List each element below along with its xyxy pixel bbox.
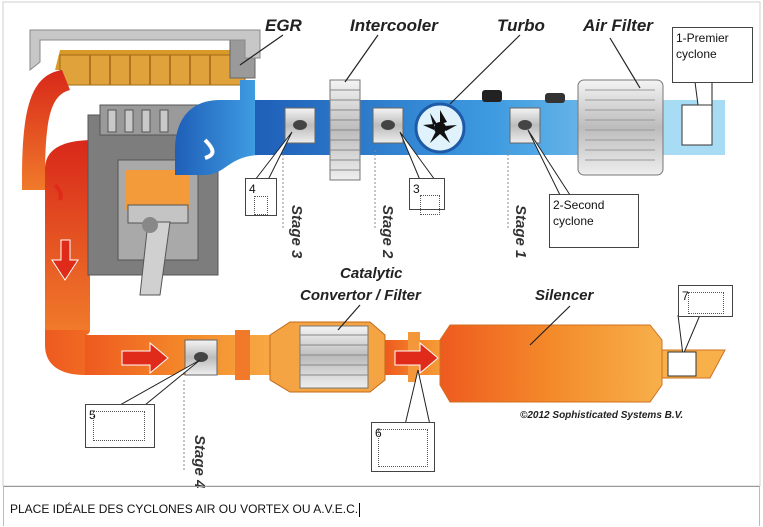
callout-7-dotted bbox=[688, 292, 724, 314]
cyclone-unit-stage2 bbox=[372, 107, 404, 144]
stage1-label: Stage 1 bbox=[512, 205, 529, 258]
intercooler-label: Intercooler bbox=[350, 16, 439, 35]
exhaust-pipe bbox=[45, 330, 300, 380]
stage4-label: Stage 4 bbox=[191, 435, 208, 489]
silencer-label: Silencer bbox=[535, 287, 595, 304]
turbo-fan-icon bbox=[414, 90, 565, 154]
flow-arrow-right-icon bbox=[121, 341, 169, 375]
callout-7-text: 7 bbox=[682, 289, 689, 303]
exhaust-downpipe bbox=[45, 140, 150, 330]
stage3-label: Stage 3 bbox=[288, 205, 305, 259]
copyright-label: ©2012 Sophisticated Systems B.V. bbox=[520, 410, 683, 421]
cyclone-7-marker bbox=[667, 351, 697, 377]
callout-6-dotted bbox=[378, 429, 428, 467]
callout-connectors bbox=[119, 81, 713, 426]
caption-bar bbox=[3, 486, 760, 526]
label-pointers bbox=[239, 34, 641, 346]
stage2-label: Stage 2 bbox=[379, 205, 396, 259]
intercooler bbox=[329, 79, 361, 181]
catalytic-label-2: Convertor / Filter bbox=[300, 287, 422, 304]
egr-return-pipe bbox=[29, 29, 261, 72]
callout-3-text: 3 bbox=[413, 182, 420, 196]
callout-2-text: 2-Second cyclone bbox=[553, 198, 605, 228]
callout-2: 2-Second cyclone bbox=[549, 194, 639, 248]
cyclone-unit-stage3 bbox=[284, 107, 316, 144]
flow-arrow-right-icon-2 bbox=[394, 341, 439, 375]
turbo-label: Turbo bbox=[497, 16, 545, 35]
egr-cooler bbox=[55, 39, 256, 86]
callout-4-text: 4 bbox=[249, 182, 256, 196]
cyclone-unit-stage1 bbox=[509, 107, 541, 144]
air-filter bbox=[577, 79, 664, 176]
callout-4-dotted bbox=[254, 196, 268, 215]
exhaust-manifold-pipe bbox=[22, 70, 70, 190]
intake-flow-icon bbox=[203, 138, 215, 160]
air-filter-label: Air Filter bbox=[582, 16, 654, 35]
callout-1-text: 1-Premier cyclone bbox=[676, 31, 729, 61]
callout-1: 1-Premier cyclone bbox=[672, 27, 753, 83]
callout-5-text: 5 bbox=[89, 408, 96, 422]
callout-4: 4 bbox=[245, 178, 277, 216]
cyclone-1-marker bbox=[681, 104, 713, 146]
flow-arrow-down-icon bbox=[51, 239, 79, 281]
stage-markers bbox=[183, 150, 509, 470]
catalytic-converter bbox=[269, 321, 386, 393]
callout-5-dotted bbox=[93, 411, 145, 441]
caption-text: PLACE IDÉALE DES CYCLONES AIR OU VORTEX … bbox=[10, 502, 359, 516]
catalytic-label-1: Catalytic bbox=[340, 265, 403, 282]
callout-3-dotted bbox=[420, 195, 440, 215]
flow-arrow-inlet-icon bbox=[53, 183, 63, 201]
egr-label: EGR bbox=[265, 16, 303, 35]
cyclone-unit-stage4 bbox=[184, 339, 218, 376]
